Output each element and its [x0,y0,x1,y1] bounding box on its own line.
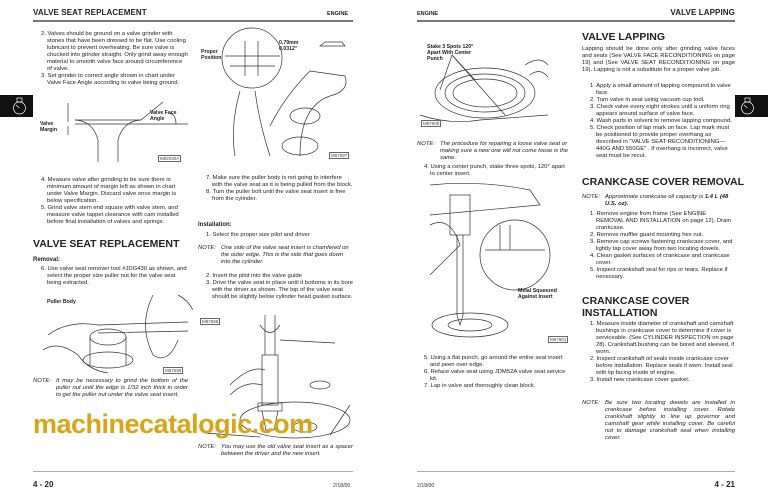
crankcase-installation-title: CRANKCASE COVER INSTALLATION [582,295,690,319]
header-rule [417,20,735,22]
section-tab [0,95,33,117]
footer-rule [417,471,735,472]
page-number-right: 4 - 21 [714,480,735,489]
step: 3. Remove cap screws fastening crankcase… [590,239,733,252]
steps-2-3: 2. Valves should be ground on a valve gr… [38,31,188,87]
step: 4. Wash parts in solvent to remove lappi… [590,118,732,124]
installation-label: Installation: [198,222,232,228]
step: 1. Measure inside diameter of crankshaft… [590,321,735,355]
step: 1. Remove engine from frame (See ENGINE … [590,211,731,231]
step: 8. Turn the puller bolt until the valve … [206,189,346,202]
right-header-title: VALVE LAPPING [670,8,735,17]
section-tab [735,95,768,117]
left-header-title: VALVE SEAT REPLACEMENT [33,8,147,17]
page-number-left: 4 - 20 [33,480,54,489]
steps-4-5: 4. Measure valve after grinding to be su… [38,177,188,226]
step: 4. Clean gasket surfaces of crankcase an… [590,253,730,266]
valve-illustration [67,101,188,162]
step: 3. Drive the valve seat in place until i… [206,280,354,300]
figure-id: M87600 [421,120,442,127]
valve-margin-label: Valve Margin [40,121,58,133]
step: 2. Insert the pilot into the valve guide [206,273,302,279]
step: 3. Install new crankcase cover gasket. [590,377,690,383]
figure-id: M82030A [158,155,182,162]
driver-illustration [204,315,351,439]
dimension-label: 0.79mm 0.0312" [279,40,299,52]
date-left: 2/18/00 [333,483,351,489]
step: 5. Check position of lap mark on face. L… [590,125,730,159]
section-title: VALVE SEAT REPLACEMENT [33,238,180,250]
step: 6. Reface valve seat using JDM52A valve … [424,369,566,382]
note-spacer: NOTE: You may use the old valve seat ins… [198,444,353,457]
step: 7. Lap in valve and thoroughly clean blo… [424,383,536,389]
step: 7. Make sure the puller body is not goin… [206,175,353,188]
step: 5. Using a flat punch, go around the ent… [424,355,563,368]
figure-id: M87601 [548,336,569,343]
note-loose-seat: NOTE: The procedure for repairing a loos… [417,141,569,161]
stake-label: Stake 3 Spots 120° Apart With Center Pun… [427,44,474,62]
install-step-1: 1. Select the proper size pilot and driv… [206,232,310,238]
puller-illustration [42,294,194,374]
installation-steps: 1. Measure inside diameter of crankshaft… [587,321,735,384]
valve-face-angle-label: Valve Face Angle [150,110,177,122]
lapping-steps: 1. Apply a small amount of lapping compo… [587,83,735,160]
step-6: 6. Use valve seat remover tool #JDG430 a… [41,266,187,286]
note-chamfer: NOTE: One side of the valve seat insert … [198,245,349,265]
metal-squeezed-label: Metal Squeezed Against Insert [518,288,557,300]
header-rule [33,20,353,22]
step: 3. Check valve every eight strokes until… [590,104,730,117]
removal-label: Removal: [33,257,61,263]
note-oil-capacity: NOTE: Approximate crankcase oil capacity… [582,194,729,207]
engine-stopwatch-icon [741,97,754,115]
removal-steps: 1. Remove engine from frame (See ENGINE … [587,211,735,281]
left-header-section: ENGINE [327,11,349,17]
note-puller: NOTE: It may be necessary to grind the b… [33,378,188,398]
puller-body-label: Puller Body [47,299,76,305]
valve-seat-grinding-illustration [221,27,347,157]
watermark: machinecatalogic.com [33,409,313,439]
step: 2. Inspect crankshaft oil seals inside c… [590,356,733,376]
step: 2. Valves should be ground on a valve gr… [41,31,188,72]
step: 3. Set grinder to correct angle shown in… [41,73,180,86]
step-4: 4. Using a center punch, stake three spo… [424,164,565,177]
valve-lapping-title: VALVE LAPPING [582,31,666,43]
step: 1. Apply a small amount of lapping compo… [590,83,731,96]
steps-5-7: 5. Using a flat punch, go around the ent… [421,355,571,390]
step: 2. Turn valve in seat using vacuum cup t… [590,97,705,103]
right-header-section: ENGINE [417,11,439,17]
center-punch-illustration [429,182,551,338]
step: 4. Measure valve after grinding to be su… [41,177,177,204]
lapping-intro: Lapping should be done only after grindi… [582,46,735,73]
date-right: 2/18/00 [417,483,435,489]
figure-id: M87598 [200,318,221,325]
step: 5. Inspect crankshaft seal for rips or t… [590,267,728,280]
step: 2. Remove muffler guard mounting hex nut… [590,232,704,238]
note-dowels: NOTE: Be sure two locating dowels are in… [582,400,735,441]
steps-7-8: 7. Make sure the puller body is not goin… [203,175,353,203]
step: 5. Grind valve stem end square with valv… [41,205,179,225]
crankcase-removal-title: CRANKCASE COVER REMOVAL [582,176,744,188]
figure-id: M87596 [163,367,184,374]
footer-rule [33,471,353,472]
engine-stopwatch-icon [13,97,26,115]
valve-seat-stake-illustration [419,54,549,122]
install-steps: 2. Insert the pilot into the valve guide… [203,273,353,301]
proper-position-label: Proper Position [201,49,222,61]
figure-id: M87597 [329,152,350,159]
